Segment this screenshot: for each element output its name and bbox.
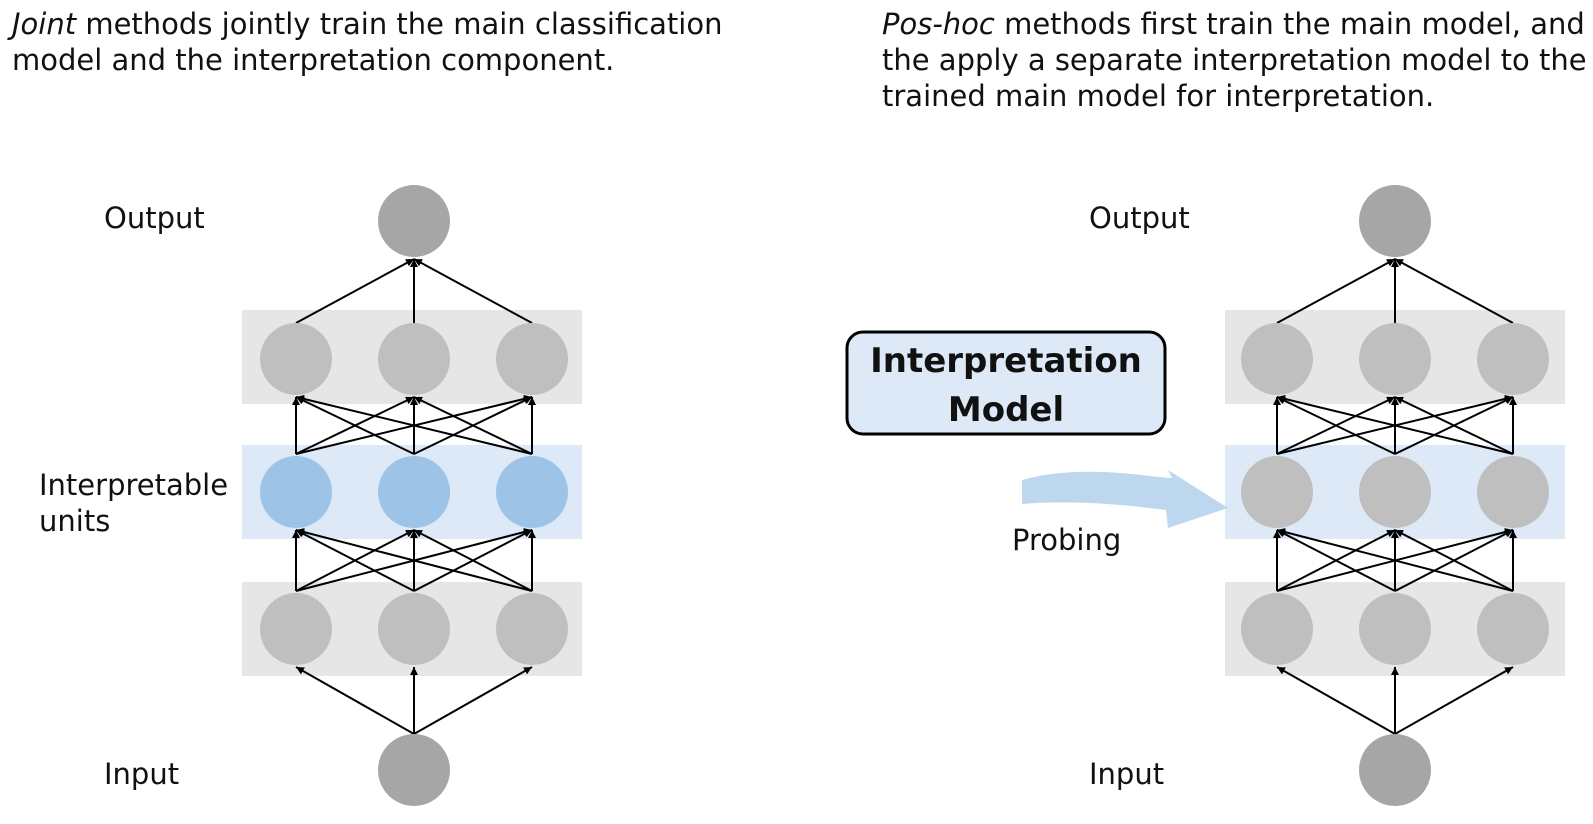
interpretation-model-title-line1: Interpretation: [870, 341, 1142, 381]
connection-arrow: [295, 258, 415, 324]
left-input-label: Input: [104, 757, 179, 791]
right-caption: Pos-hoc methods first train the main mod…: [882, 6, 1587, 114]
joint-middle-node: [260, 456, 332, 528]
connection-arrow: [1276, 528, 1514, 592]
joint-bottom-hidden-node: [260, 593, 332, 665]
connection-arrow: [1394, 666, 1514, 735]
joint-top-hidden-node: [260, 323, 332, 395]
joint-input-node: [378, 734, 450, 806]
posthoc-network: Output Input Interpretation Model Probin…: [845, 185, 1565, 806]
connection-arrow: [413, 666, 533, 735]
connection-arrow: [1394, 529, 1514, 592]
left-caption: Joint methods jointly train the main cla…: [12, 6, 772, 78]
connection-arrow: [295, 394, 533, 455]
connection-arrow: [1394, 258, 1514, 324]
joint-top-hidden-node: [496, 323, 568, 395]
joint-output-node: [378, 185, 450, 257]
connection-arrow: [413, 396, 533, 455]
interpretation-model-title-line2: Model: [948, 390, 1064, 430]
posthoc-output-node: [1359, 185, 1431, 257]
left-network-edges: [292, 258, 536, 735]
connection-arrow: [295, 396, 415, 455]
connection-arrow: [295, 528, 533, 592]
probing-arrow: [1022, 470, 1228, 528]
connection-arrow: [1276, 666, 1396, 735]
probing-label: Probing: [1012, 523, 1121, 557]
left-output-label: Output: [104, 201, 205, 235]
posthoc-middle-node: [1359, 456, 1431, 528]
interpretable-units-label-line2: units: [39, 504, 110, 538]
posthoc-middle-node: [1477, 456, 1549, 528]
connection-arrow: [295, 666, 415, 735]
posthoc-top-hidden-node: [1359, 323, 1431, 395]
connection-arrow: [413, 258, 533, 324]
joint-middle-node: [378, 456, 450, 528]
joint-top-hidden-node: [378, 323, 450, 395]
left-caption-emphasis: Joint: [12, 7, 77, 41]
interpretable-units-label-line1: Interpretable: [39, 468, 228, 502]
right-caption-emphasis: Pos-hoc: [882, 7, 995, 41]
right-network-nodes: [1241, 185, 1549, 806]
connection-arrow: [1276, 396, 1396, 455]
posthoc-top-hidden-node: [1241, 323, 1313, 395]
connection-arrow: [1394, 396, 1514, 455]
connection-arrow: [413, 529, 533, 592]
right-input-label: Input: [1089, 757, 1164, 791]
posthoc-top-hidden-node: [1477, 323, 1549, 395]
left-caption-text: methods jointly train the main classific…: [12, 7, 723, 77]
posthoc-middle-node: [1241, 456, 1313, 528]
joint-bottom-hidden-node: [496, 593, 568, 665]
right-caption-text: methods first train the main model, and …: [882, 7, 1587, 113]
joint-middle-node: [496, 456, 568, 528]
posthoc-bottom-hidden-node: [1477, 593, 1549, 665]
right-network-edges: [1273, 258, 1517, 735]
posthoc-bottom-hidden-node: [1359, 593, 1431, 665]
connection-arrow: [1276, 529, 1396, 592]
connection-arrow: [1276, 394, 1514, 455]
posthoc-input-node: [1359, 734, 1431, 806]
connection-arrow: [295, 529, 415, 592]
right-output-label: Output: [1089, 201, 1190, 235]
interpretation-model-box: [845, 330, 1167, 436]
posthoc-bottom-hidden-node: [1241, 593, 1313, 665]
connection-arrow: [1276, 258, 1396, 324]
joint-network: Output Input Interpretable units: [39, 185, 582, 806]
joint-bottom-hidden-node: [378, 593, 450, 665]
left-network-nodes: [260, 185, 568, 806]
